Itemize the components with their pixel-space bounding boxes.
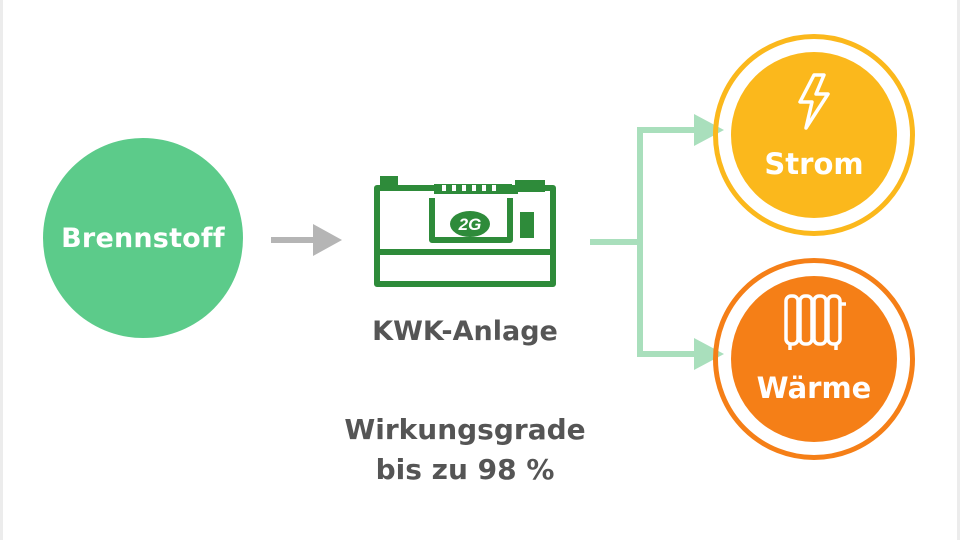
plant-label: KWK-Anlage [372,316,558,347]
heat-label: Wärme [756,371,872,405]
fuel-label: Brennstoff [61,222,225,254]
efficiency-caption: Wirkungsgrade bis zu 98 % [300,410,630,490]
power-label: Strom [764,147,864,181]
efficiency-line-1: Wirkungsgrade [344,413,586,446]
chp-generator-icon: 2G [374,176,556,287]
plant-to-outputs-connector [590,114,724,370]
radiator-icon [784,294,846,350]
power-node-ring [713,34,915,236]
heat-node-ring [713,258,915,460]
efficiency-line-2: bis zu 98 % [375,453,555,486]
fuel-to-plant-arrow [271,224,342,256]
plant-badge: 2G [458,215,482,234]
lightning-bolt-icon [798,73,830,130]
power-node: Strom [731,52,897,218]
fuel-node: Brennstoff [43,138,243,338]
